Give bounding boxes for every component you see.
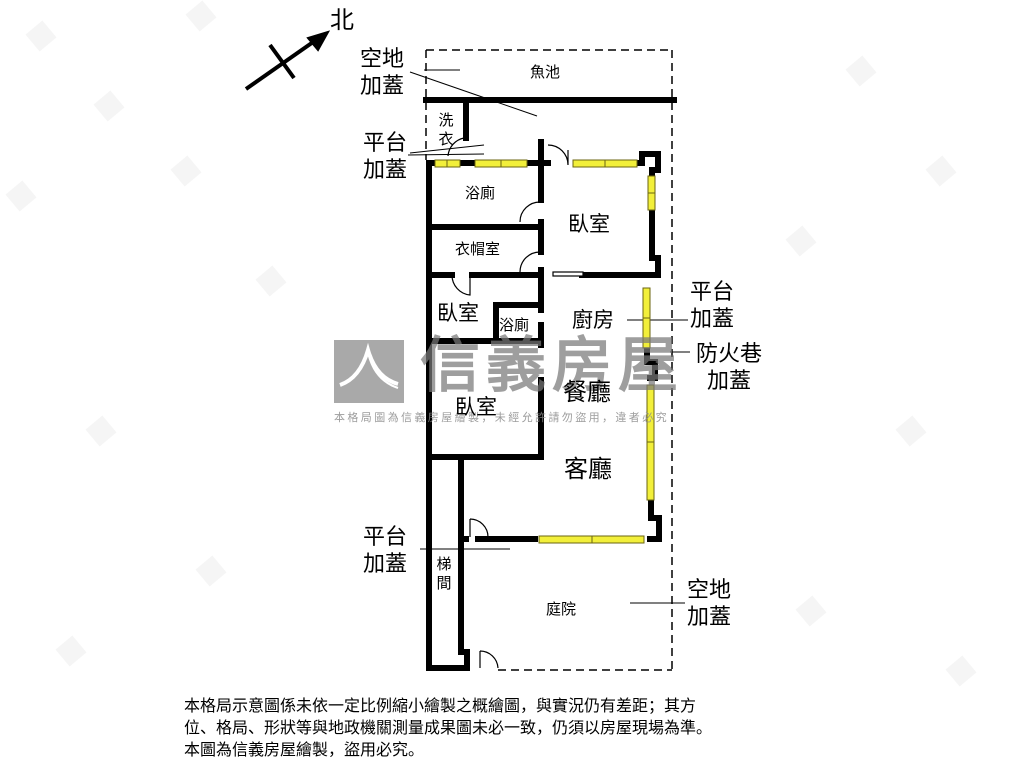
annotation-line: 空地 (687, 578, 732, 603)
room-master-bedroom: 臥室 (568, 212, 610, 236)
background-watermark-pattern (5, 0, 977, 687)
annotation-vacant-land-bottom: 空地 加蓋 (687, 577, 731, 631)
room-bathroom-top: 浴廁 (465, 184, 496, 202)
doors (447, 137, 584, 669)
room-living: 客廳 (564, 455, 612, 483)
sliding-door (552, 271, 584, 277)
room-courtyard: 庭院 (546, 600, 577, 618)
disclaimer-line: 本圖為信義房屋繪製，盜用必究。 (184, 740, 425, 759)
small-bedroom-door-icon (451, 274, 471, 296)
watermark-notice: 本格局圖為信義房屋繪製，未經允許請勿盜用，違者必究 (334, 411, 669, 424)
wardrobe-door-icon (519, 251, 542, 273)
room-fish-pond: 魚池 (530, 63, 561, 81)
windows (434, 159, 656, 544)
annotation-line: 加蓋 (690, 307, 735, 332)
leader-lines (407, 69, 690, 604)
brand-logo-icon (334, 340, 404, 403)
annotation-line: 平台 (690, 280, 735, 305)
annotation-line: 加蓋 (363, 552, 408, 577)
disclaimer-line: 位、格局、形狀等與地政機關測量成果圖未必一致，仍須以房屋現場為準。 (184, 718, 713, 737)
disclaimer-line: 本格局示意圖係未依一定比例縮小繪製之概繪圖，與實況仍有差距；其方 (184, 696, 697, 715)
room-kitchen: 廚房 (572, 308, 614, 332)
room-laundry: 洗衣 (438, 111, 454, 148)
north-label: 北 (330, 6, 354, 34)
annotation-line: 加蓋 (687, 605, 732, 630)
annotation-platform-right: 平台 加蓋 (690, 279, 734, 333)
living-door-icon (469, 518, 489, 538)
annotation-line: 加蓋 (360, 74, 405, 99)
disclaimer: 本格局示意圖係未依一定比例縮小繪製之概繪圖，與實況仍有差距；其方 位、格局、形狀… (184, 695, 884, 761)
room-small-bedroom: 臥室 (437, 301, 479, 325)
property-boundary (425, 49, 673, 671)
watermark-brand: 信義房屋 (420, 331, 684, 401)
room-dining: 餐廳 (563, 378, 611, 406)
laundry-door-icon (447, 137, 465, 157)
room-small-bathroom: 浴廁 (499, 316, 530, 334)
annotation-line: 空地 (360, 47, 405, 72)
annotation-line: 平台 (363, 525, 408, 550)
north-arrow-icon (244, 30, 331, 91)
room-stairwell: 梯間 (436, 555, 452, 592)
annotation-line: 加蓋 (363, 158, 408, 183)
annotation-fire-lane: 防火巷 加蓋 (693, 341, 765, 395)
annotation-line: 防火巷 (695, 342, 762, 367)
room-wardrobe: 衣帽室 (455, 240, 501, 258)
walls (423, 97, 677, 671)
courtyard-door-icon (479, 650, 499, 669)
annotation-line: 平台 (363, 131, 408, 156)
annotation-platform-top: 平台 加蓋 (363, 130, 407, 184)
annotation-vacant-land-top: 空地 加蓋 (360, 46, 404, 100)
bedroom-door-icon (547, 144, 569, 166)
annotation-platform-bottom: 平台 加蓋 (363, 524, 407, 578)
bathroom-door-icon (519, 201, 542, 223)
annotation-line: 加蓋 (706, 369, 751, 394)
room-lower-bedroom: 臥室 (455, 395, 497, 419)
